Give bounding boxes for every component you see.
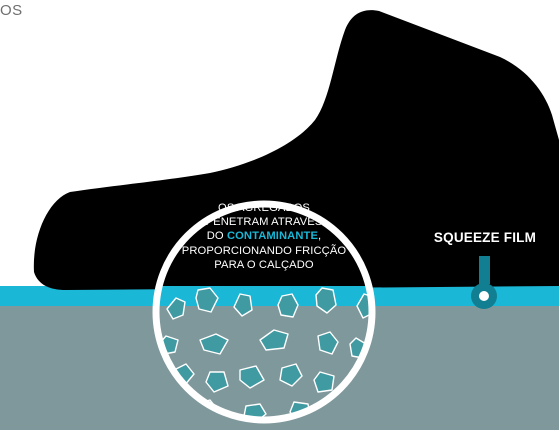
aggregate-particle xyxy=(314,372,334,392)
callout-line-4: PROPORCIONANDO FRICÇÃO xyxy=(168,244,360,258)
squeeze-film-label: SQUEEZE FILM xyxy=(415,230,555,245)
callout-line-3-suffix: , xyxy=(318,230,321,242)
aggregate-callout-text: OS AGREGADOS PENETRAM ATRAVÉS DO CONTAMI… xyxy=(168,201,360,272)
corner-text-fragment: OS xyxy=(0,2,23,19)
callout-line-3-prefix: DO xyxy=(207,230,227,242)
callout-line-5: PARA O CALÇADO xyxy=(168,258,360,272)
callout-line-3: DO CONTAMINANTE, xyxy=(168,229,360,243)
callout-line-1: OS AGREGADOS xyxy=(168,201,360,215)
callout-line-2: PENETRAM ATRAVÉS xyxy=(168,215,360,229)
contaminant-highlight: CONTAMINANTE xyxy=(227,230,318,242)
